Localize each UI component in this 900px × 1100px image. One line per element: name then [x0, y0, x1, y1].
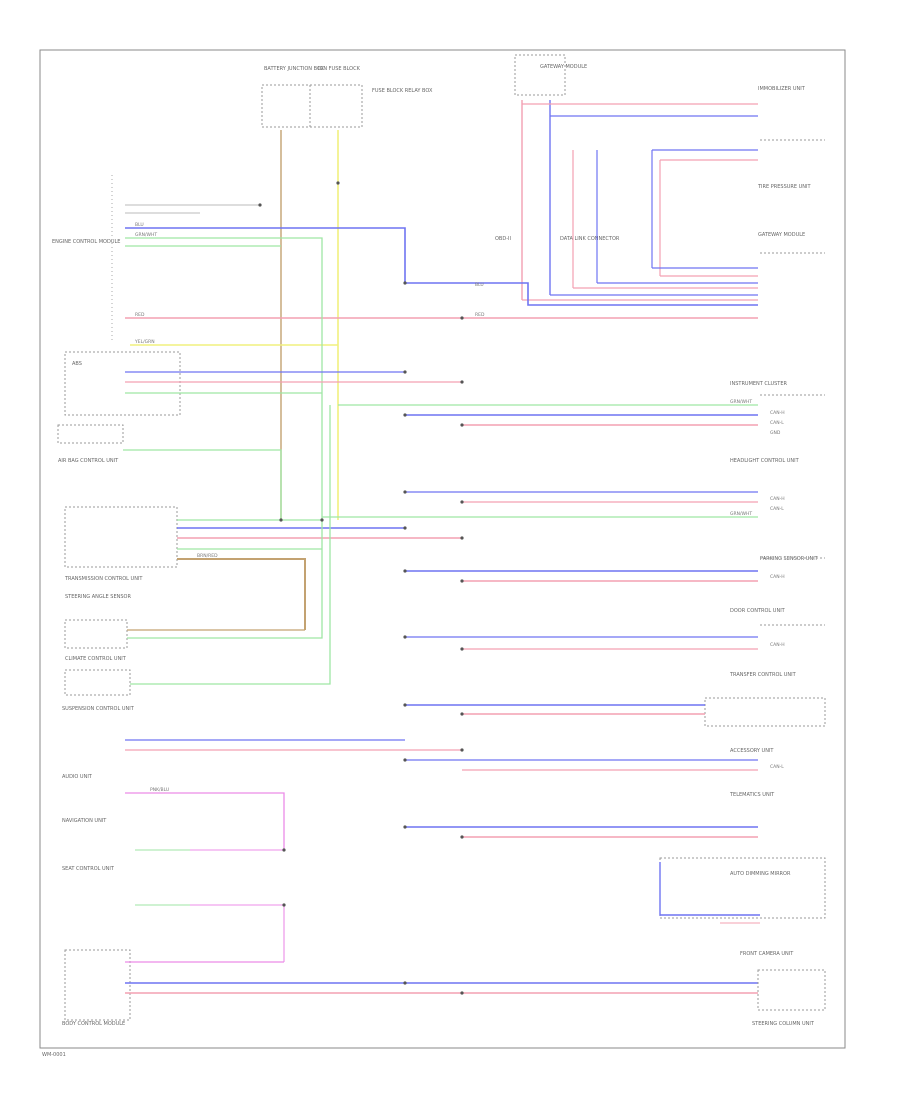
right-label-0: IMMOBILIZER UNIT	[758, 86, 806, 92]
wl-red-2: RED	[475, 312, 485, 318]
svg-text:ABS: ABS	[72, 361, 82, 367]
ecm-label: ENGINE CONTROL MODULE	[52, 239, 120, 245]
svg-text:CAN-L: CAN-L	[770, 764, 784, 770]
nav-label: NAVIGATION UNIT	[62, 818, 107, 824]
ecm-connector: ENGINE CONTROL MODULE	[52, 175, 120, 340]
wl-red-1: RED	[135, 312, 145, 318]
svg-text:GND: GND	[770, 430, 781, 436]
right-module-3-label: PARKING SENSOR UNIT	[760, 556, 819, 562]
top-fuse-boxes: BATTERY JUNCTION BOX IGN FUSE BLOCK FUSE…	[261, 66, 433, 128]
diag-conn-label: DATA LINK CONNECTOR	[560, 236, 620, 242]
right-module-7-label: TELEMATICS UNIT	[729, 792, 775, 798]
misc-left-label: SEAT CONTROL UNIT	[62, 866, 115, 872]
top-gateway: GATEWAY MODULE OBD-II DATA LINK CONNECTO…	[495, 54, 620, 242]
wire-green-steer	[127, 525, 323, 639]
right-module-6-label: ACCESSORY UNIT	[730, 748, 774, 754]
wire-green-airbag	[123, 449, 282, 520]
fuse-b-label: IGN FUSE BLOCK	[318, 66, 361, 72]
audio-label: AUDIO UNIT	[62, 774, 93, 780]
wire-magenta-audio	[125, 792, 285, 850]
front-camera-box: FRONT CAMERA UNIT STEERING COLUMN UNIT	[740, 951, 826, 1027]
wire-green-climate	[130, 405, 331, 685]
svg-text:FRONT CAMERA UNIT: FRONT CAMERA UNIT	[740, 951, 794, 957]
wire-blue-ecm-main	[125, 227, 758, 306]
mirror-box: AUTO DIMMING MIRROR	[659, 857, 826, 919]
airbag-box: AIR BAG CONTROL UNIT	[57, 424, 124, 464]
wl-blue-1: BLU	[135, 222, 144, 228]
diagram-frame	[39, 49, 846, 1049]
right-terminal-ticks	[760, 139, 825, 626]
steering-box: STEERING ANGLE SENSOR	[64, 594, 131, 649]
right-module-4-label: DOOR CONTROL UNIT	[730, 608, 786, 614]
svg-text:STEERING ANGLE SENSOR: STEERING ANGLE SENSOR	[65, 594, 131, 600]
tcu-box: TRANSMISSION CONTROL UNIT	[64, 506, 178, 582]
wl-green-3: GRN/WHT	[730, 511, 752, 517]
svg-text:CAN-H: CAN-H	[770, 496, 785, 502]
wire-green-ecm-1	[125, 237, 323, 525]
relay-note: FUSE BLOCK RELAY BOX	[372, 88, 433, 94]
wire-blue-mirror	[659, 862, 760, 916]
gateway-label: GATEWAY MODULE	[540, 64, 587, 70]
right-label-1b: GATEWAY MODULE	[758, 232, 805, 238]
svg-text:AUTO DIMMING MIRROR: AUTO DIMMING MIRROR	[730, 871, 791, 877]
svg-text:BODY CONTROL MODULE: BODY CONTROL MODULE	[62, 1021, 125, 1027]
wire-brown-tcu	[177, 558, 306, 630]
svg-text:STEERING COLUMN UNIT: STEERING COLUMN UNIT	[752, 1021, 815, 1027]
suspension-label: SUSPENSION CONTROL UNIT	[62, 706, 135, 712]
right-module-1-label: INSTRUMENT CLUSTER	[730, 381, 788, 387]
svg-text:CAN-L: CAN-L	[770, 420, 784, 426]
wl-yellow-1: YEL/GRN	[134, 339, 155, 345]
svg-text:CLIMATE CONTROL UNIT: CLIMATE CONTROL UNIT	[65, 656, 127, 662]
wl-green-1: GRN/WHT	[135, 232, 157, 238]
right-label-6: TIRE PRESSURE UNIT	[757, 184, 812, 190]
right-module-2-label: HEADLIGHT CONTROL UNIT	[730, 458, 800, 464]
footer-code: WM-0001	[42, 1052, 66, 1058]
wl-green-2: GRN/WHT	[730, 399, 752, 405]
svg-text:TRANSMISSION CONTROL UNIT: TRANSMISSION CONTROL UNIT	[64, 576, 143, 582]
svg-text:CAN-L: CAN-L	[770, 506, 784, 512]
wl-blue-2: BLU	[475, 282, 484, 288]
svg-text:CAN-H: CAN-H	[770, 574, 785, 580]
climate-box: CLIMATE CONTROL UNIT	[64, 656, 131, 696]
wl-brown-1: BRN/RED	[197, 553, 218, 559]
svg-text:CAN-H: CAN-H	[770, 410, 785, 416]
transfer-box	[704, 697, 826, 727]
obd-label: OBD-II	[495, 236, 511, 242]
fuse-a-label: BATTERY JUNCTION BOX	[264, 66, 325, 72]
wl-magenta-1: PNK/BLU	[150, 787, 169, 793]
abs-box: ABS	[64, 351, 181, 416]
wire-magenta-seat	[190, 904, 285, 962]
junction-dots	[258, 181, 464, 995]
bcm-box: BODY CONTROL MODULE	[62, 949, 131, 1027]
svg-text:AIR BAG CONTROL UNIT: AIR BAG CONTROL UNIT	[58, 458, 119, 464]
svg-text:CAN-H: CAN-H	[770, 642, 785, 648]
right-module-5-label: TRANSFER CONTROL UNIT	[729, 672, 797, 678]
